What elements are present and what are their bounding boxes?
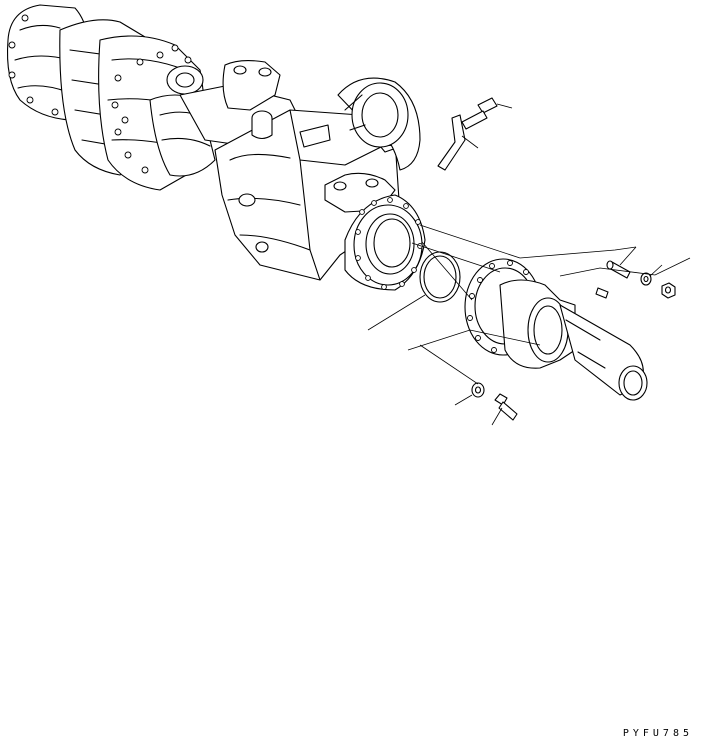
nut-drawing	[661, 282, 676, 299]
brake-disc-drawing	[337, 77, 421, 171]
hook-bracket-drawing	[437, 114, 479, 171]
dowel-pin-drawing	[606, 246, 637, 279]
housing-flange-drawing	[344, 194, 426, 291]
bolt-drawing	[461, 97, 513, 130]
assembly-guide-lines	[407, 224, 691, 385]
axle-shaft-spindle-drawing	[464, 258, 648, 401]
lower-bolt-drawing	[491, 393, 518, 426]
washer-drawing	[640, 264, 663, 286]
small-pin-drawing	[595, 287, 609, 299]
figure-code: PYFU785	[622, 728, 693, 739]
o-ring-drawing	[367, 251, 461, 331]
lower-washer-drawing	[454, 382, 485, 406]
final-drive-hub-drawing	[6, 4, 216, 191]
